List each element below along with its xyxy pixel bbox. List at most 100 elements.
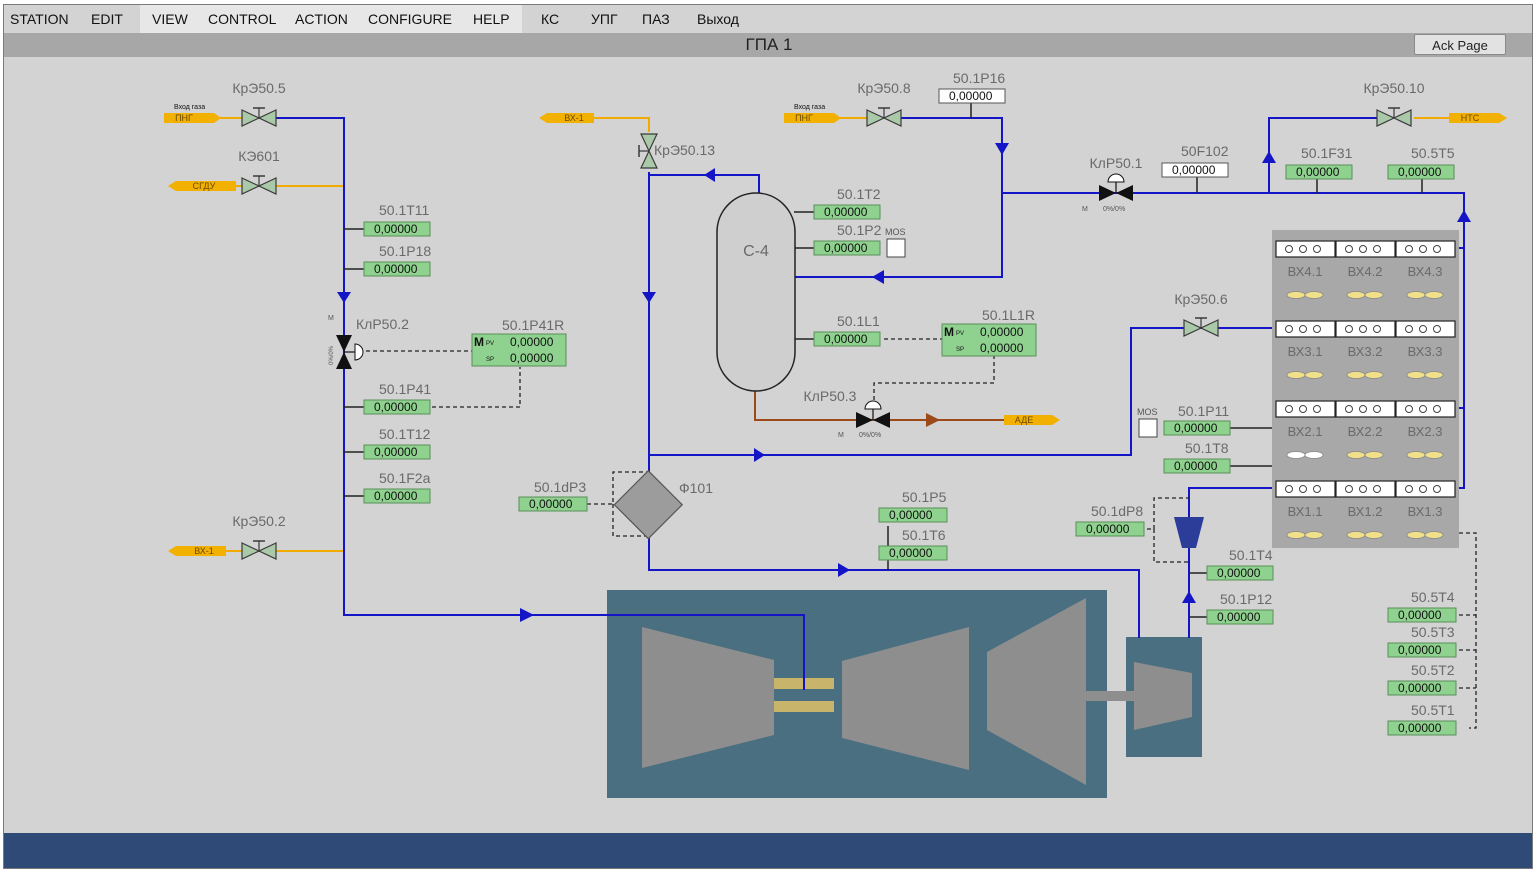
fan-blade-icon [1424,291,1444,299]
label-l1: 50.1L1 [837,313,880,329]
tag-adz[interactable]: АДЕ [1004,415,1060,425]
valve-kre50-10[interactable] [1376,107,1412,127]
cooler-fan-ВХ2.2[interactable]: ВХ2.2 [1335,400,1396,459]
menu-ks[interactable]: КС [541,11,560,27]
control-valve-klr50-3[interactable] [856,400,890,428]
value-p41r-pv[interactable]: 0,00000 [510,335,554,349]
menu-help[interactable]: HELP [473,11,510,27]
menu-view[interactable]: VIEW [152,11,188,27]
tag-png-left[interactable]: ПНГ [164,113,221,123]
cooler-fan-ВХ4.2[interactable]: ВХ4.2 [1335,240,1396,299]
value-p16[interactable]: 0,00000 [949,89,993,103]
cooler-fan-ВХ1.2[interactable]: ВХ1.2 [1335,480,1396,539]
tag-sgdu[interactable]: СГДУ [168,181,236,191]
valve-kre50-8[interactable] [866,107,902,127]
klr50-1-mode: M [1082,206,1088,213]
tag-vx1-top[interactable]: ВХ-1 [539,113,594,123]
tag-vx1-left[interactable]: ВХ-1 [168,546,226,556]
svg-text:СГДУ: СГДУ [193,181,216,191]
valve-kre50-13[interactable] [638,133,658,169]
value-5t4[interactable]: 0,00000 [1398,608,1442,622]
label-p18: 50.1P18 [379,243,431,259]
valve-kre50-13-label: КрЭ50.13 [654,142,715,158]
value-f31[interactable]: 0,00000 [1296,165,1340,179]
cooler-label: ВХ4.2 [1348,264,1383,279]
ack-page-button[interactable]: Ack Page [1414,34,1506,55]
fan-blade-icon [1286,371,1306,379]
menu-paz[interactable]: ПАЗ [642,11,670,27]
value-f2a[interactable]: 0,00000 [374,489,418,503]
value-p11[interactable]: 0,00000 [1174,421,1218,435]
value-5t3[interactable]: 0,00000 [1398,643,1442,657]
cooler-fan-ВХ2.3[interactable]: ВХ2.3 [1395,400,1456,459]
separator-c4[interactable]: С-4 [716,192,796,392]
value-t8[interactable]: 0,00000 [1174,459,1218,473]
value-p41[interactable]: 0,00000 [374,400,418,414]
status-footer [4,833,1532,868]
value-t4[interactable]: 0,00000 [1217,566,1261,580]
control-valve-klr50-2[interactable] [336,335,364,369]
menu-station[interactable]: STATION [10,11,69,27]
mos-checkbox-p2[interactable] [886,238,906,258]
value-p2[interactable]: 0,00000 [824,241,868,255]
cooler-fan-ВХ3.2[interactable]: ВХ3.2 [1335,320,1396,379]
cooler-label: ВХ2.2 [1348,424,1383,439]
cooler-label: ВХ1.2 [1348,504,1383,519]
menu-action[interactable]: ACTION [295,11,348,27]
menu-control[interactable]: CONTROL [208,11,277,27]
menu-exit[interactable]: Выход [697,11,739,27]
menu-configure[interactable]: CONFIGURE [368,11,452,27]
control-valve-klr50-1[interactable] [1099,173,1133,201]
fan-blade-icon [1424,451,1444,459]
menu-upg[interactable]: УПГ [591,11,618,27]
klr50-1-position: 0%/0% [1103,206,1125,213]
value-t12[interactable]: 0,00000 [374,445,418,459]
cooler-fan-ВХ1.3[interactable]: ВХ1.3 [1395,480,1456,539]
cooler-fan-ВХ1.1[interactable]: ВХ1.1 [1275,480,1336,539]
cooler-fan-ВХ4.3[interactable]: ВХ4.3 [1395,240,1456,299]
value-t5[interactable]: 0,00000 [1398,165,1442,179]
l1r-pv-tag: PV [956,331,964,337]
valve-kre50-6[interactable] [1183,317,1219,337]
tag-nts[interactable]: НТС [1449,113,1507,123]
mos-label-p2: MOS [885,227,906,237]
valve-kre50-2[interactable] [241,540,277,560]
valve-ke601[interactable] [241,175,277,195]
menu-edit[interactable]: EDIT [91,11,123,27]
value-t6[interactable]: 0,00000 [889,546,933,560]
valve-kre50-5[interactable] [241,107,277,127]
cooler-fan-ВХ4.1[interactable]: ВХ4.1 [1275,240,1336,299]
value-p12[interactable]: 0,00000 [1217,610,1261,624]
fan-blade-icon [1346,371,1366,379]
cooler-fan-ВХ3.1[interactable]: ВХ3.1 [1275,320,1336,379]
value-l1r-pv[interactable]: 0,00000 [980,325,1024,339]
mos-checkbox-p11[interactable] [1138,418,1158,438]
tag-png-mid[interactable]: ПНГ [784,113,841,123]
cooler-fan-ВХ2.1[interactable]: ВХ2.1 [1275,400,1336,459]
fan-blade-icon [1346,451,1366,459]
label-p5: 50.1P5 [902,489,947,505]
value-p41r-sp[interactable]: 0,00000 [510,351,554,365]
filter-f101[interactable]: Ф101 [613,469,713,540]
value-t11[interactable]: 0,00000 [374,222,418,236]
svg-text:НТС: НТС [1461,113,1480,123]
value-5t2[interactable]: 0,00000 [1398,681,1442,695]
value-p5[interactable]: 0,00000 [889,508,933,522]
value-dp8[interactable]: 0,00000 [1086,522,1130,536]
label-p11: 50.1P11 [1178,403,1229,419]
value-dp3[interactable]: 0,00000 [529,497,573,511]
value-t2[interactable]: 0,00000 [824,205,868,219]
value-p18[interactable]: 0,00000 [374,262,418,276]
l1r-sp-tag: SP [956,347,964,353]
cooler-fan-ВХ3.3[interactable]: ВХ3.3 [1395,320,1456,379]
p41r-pv-tag: PV [486,341,494,347]
fan-blade-icon [1286,291,1306,299]
svg-text:ВХ-1: ВХ-1 [564,113,584,123]
label-f102: 50F102 [1181,143,1229,159]
filter-label: Ф101 [679,480,713,496]
value-l1r-sp[interactable]: 0,00000 [980,341,1024,355]
menu-highlight [140,5,522,33]
value-l1[interactable]: 0,00000 [824,332,868,346]
value-5t1[interactable]: 0,00000 [1398,721,1442,735]
value-f102[interactable]: 0,00000 [1172,163,1216,177]
